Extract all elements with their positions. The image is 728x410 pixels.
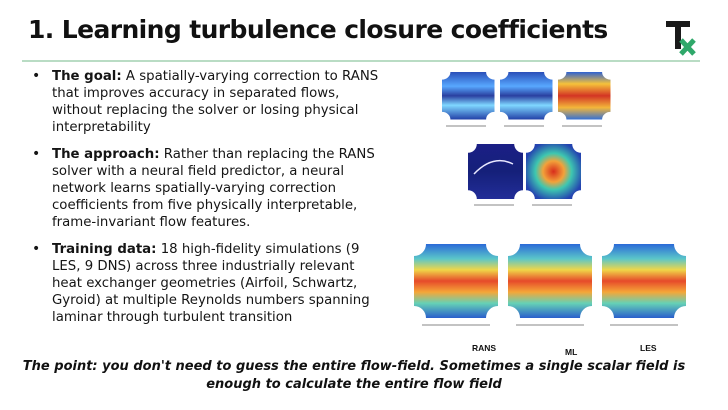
bullet-training-data: Training data: 18 high-fidelity simulati…: [30, 241, 380, 326]
colorbar: [446, 125, 486, 127]
colorbar: [504, 125, 544, 127]
colorbar: [474, 204, 514, 206]
colorbar: [516, 324, 584, 326]
bullet-approach: The approach: Rather than replacing the …: [30, 146, 380, 231]
footer-note: The point: you don't need to guess the e…: [22, 359, 686, 392]
slide-title: 1. Learning turbulence closure coefficie…: [28, 15, 608, 44]
colorbar: [562, 125, 602, 127]
label-les: LES: [640, 343, 657, 353]
flow-field-figure-bottom: [414, 244, 686, 326]
bullet-list: The goal: A spatially-varying correction…: [30, 68, 380, 336]
colorbar: [422, 324, 490, 326]
flow-field-figure-top: [442, 72, 611, 206]
tx-logo-icon: [666, 21, 696, 56]
title-divider: [22, 60, 700, 62]
label-rans: RANS: [472, 343, 497, 353]
colorbar: [610, 324, 678, 326]
colorbar: [532, 204, 572, 206]
label-ml: ML: [565, 347, 578, 357]
bullet-goal: The goal: A spatially-varying correction…: [30, 68, 380, 136]
